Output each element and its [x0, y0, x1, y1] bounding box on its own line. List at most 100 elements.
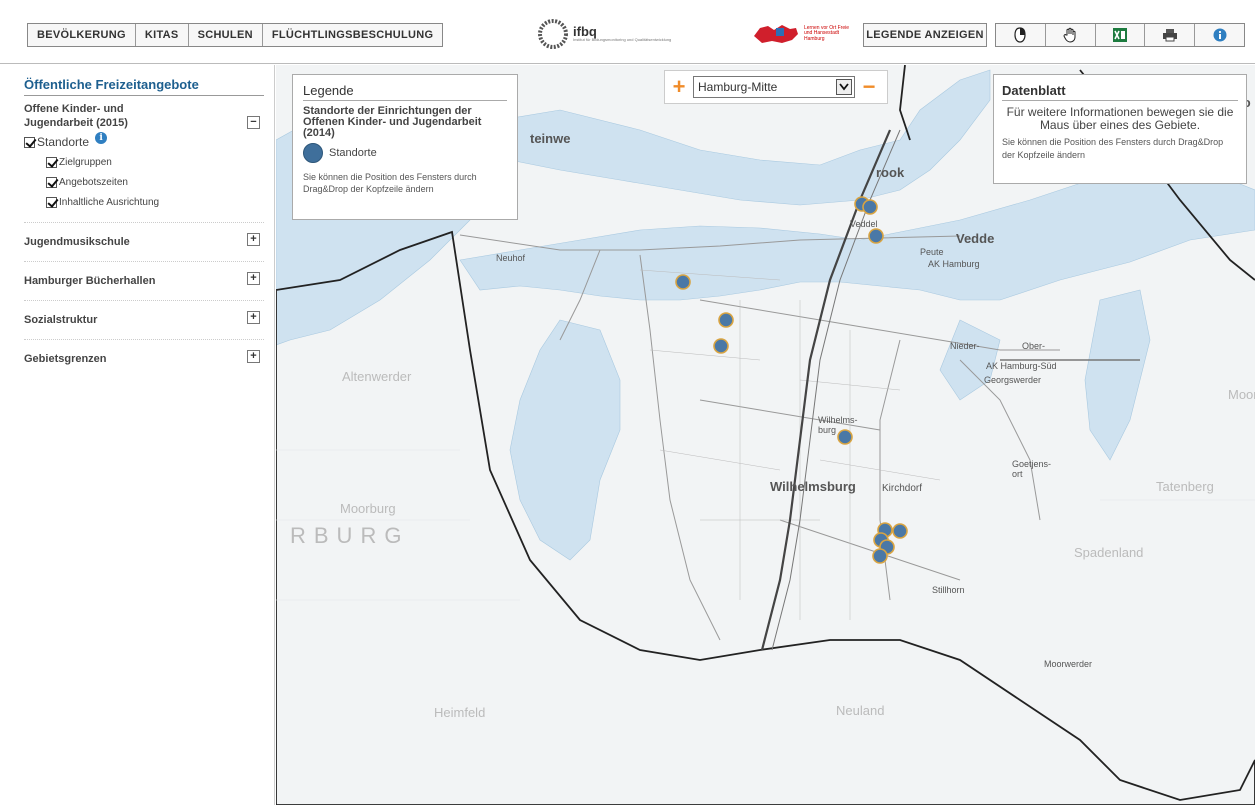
pan-tool-button[interactable]: [1046, 24, 1096, 46]
map-label-heimfeld: Heimfeld: [434, 705, 486, 720]
checkbox-row-standorte: Standorte i: [24, 132, 264, 152]
sidebar: Öffentliche Freizeitangebote Offene Kind…: [0, 65, 275, 805]
mouse-icon: [1014, 27, 1026, 43]
toolbar: [995, 23, 1245, 47]
location-marker[interactable]: [872, 548, 888, 564]
angebotszeiten-label: Angebotszeiten: [59, 176, 128, 188]
datenblatt-text: Für weitere Informationen bewegen sie di…: [1006, 105, 1234, 132]
map-label-nieder: Nieder-: [950, 341, 980, 351]
location-marker[interactable]: [892, 523, 908, 539]
ifbq-subtitle: Institut für Bildungsmonitoring und Qual…: [573, 37, 672, 43]
location-marker[interactable]: [837, 429, 853, 445]
legend-title[interactable]: Legende: [303, 83, 507, 101]
nav-kitas[interactable]: KITAS: [136, 24, 189, 46]
divider: [24, 300, 264, 301]
legend-panel[interactable]: Legende Standorte der Einrichtungen der …: [292, 74, 518, 220]
zielgruppen-label: Zielgruppen: [59, 156, 112, 168]
nav-schulen[interactable]: SCHULEN: [189, 24, 263, 46]
datenblatt-title[interactable]: Datenblatt: [1002, 83, 1238, 101]
info-icon[interactable]: i: [95, 132, 108, 144]
map-label-veddel: Vedde: [956, 231, 995, 246]
main-nav: BEVÖLKERUNG KITAS SCHULEN FLÜCHTLINGSBES…: [27, 23, 444, 47]
map-label-ak-hamburg-sued: AK Hamburg-Süd: [986, 361, 1057, 371]
nav-bevoelkerung[interactable]: BEVÖLKERUNG: [28, 24, 136, 46]
map-label-altenwerder: Altenwerder: [342, 369, 412, 384]
inhaltliche-ausrichtung-label: Inhaltliche Ausrichtung: [59, 196, 160, 208]
legend-note: Sie können die Position des Fensters dur…: [303, 172, 477, 194]
map-label-grasbrook: rook: [876, 165, 905, 180]
hand-icon: [1063, 27, 1076, 43]
collapse-toggle[interactable]: −: [247, 116, 260, 129]
location-marker[interactable]: [718, 312, 734, 328]
nav-fluechtlingsbeschulung[interactable]: FLÜCHTLINGSBESCHULUNG: [271, 29, 434, 41]
map-label-neuhof: Neuhof: [496, 253, 526, 263]
standorte-label: Standorte: [37, 135, 90, 149]
checkbox-row-zielgruppen: Zielgruppen: [24, 152, 264, 172]
map-label-wilhelmsburg-station: Wilhelms-burg: [818, 415, 858, 435]
legend-item-label: Standorte: [329, 147, 377, 159]
checkbox-row-angebotszeiten: Angebotszeiten: [24, 172, 264, 192]
location-marker[interactable]: [713, 338, 729, 354]
map-label-wilhelmsburg: Wilhelmsburg: [770, 479, 856, 494]
show-legend-button[interactable]: LEGENDE ANZEIGEN: [863, 23, 987, 47]
location-marker-icon: [303, 143, 323, 163]
top-bar: BEVÖLKERUNG KITAS SCHULEN FLÜCHTLINGSBES…: [0, 0, 1255, 64]
map-label-stillhorn: Stillhorn: [932, 585, 965, 595]
section-offene-kinder-jugendarbeit: Offene Kinder- und Jugendarbeit (2015) −…: [24, 102, 264, 222]
standorte-checkbox[interactable]: [24, 136, 35, 148]
chevron-down-icon[interactable]: [836, 79, 852, 95]
section-hamburger-buecherhallen: Hamburger Bücherhallen +: [24, 262, 264, 300]
ifbq-name: ifbq: [573, 24, 597, 40]
map-label-moorwerder: Moorwerder: [1044, 659, 1093, 669]
zoom-in-button[interactable]: +: [672, 74, 686, 99]
sidebar-title: Öffentliche Freizeitangebote: [24, 77, 264, 96]
expand-toggle[interactable]: +: [247, 350, 260, 363]
map-label-moor: Moor: [1228, 387, 1255, 402]
section-sozialstruktur: Sozialstruktur +: [24, 301, 264, 339]
map-label-georgswerder: Georgswerder: [984, 375, 1042, 385]
marker-layer: [675, 196, 908, 564]
section-title: Jugendmusikschule: [24, 236, 130, 248]
info-button[interactable]: [1195, 24, 1244, 46]
location-marker[interactable]: [868, 228, 884, 244]
map-label-ober: Ober-: [1022, 341, 1046, 351]
checkbox-row-inhaltliche-ausrichtung: Inhaltliche Ausrichtung: [24, 192, 264, 212]
map-label-spadenland: Spadenland: [1074, 545, 1144, 560]
map-label-goetjensort: Goetjens-ort: [1012, 459, 1052, 479]
location-marker[interactable]: [862, 199, 878, 215]
location-marker[interactable]: [675, 274, 691, 290]
expand-toggle[interactable]: +: [247, 311, 260, 324]
district-dropdown[interactable]: Hamburg-Mitte: [693, 76, 855, 98]
legend-item: Standorte: [303, 143, 507, 163]
map-label-steinwerder: teinwe: [530, 131, 571, 146]
mouse-tool-button[interactable]: [996, 24, 1046, 46]
map-label-harburg: RBURG: [290, 523, 410, 548]
section-title: Sozialstruktur: [24, 314, 98, 326]
zoom-out-button[interactable]: −: [862, 74, 876, 99]
print-button[interactable]: [1145, 24, 1196, 46]
inhaltliche-ausrichtung-checkbox[interactable]: [46, 196, 57, 208]
expand-toggle[interactable]: +: [247, 272, 260, 285]
map-label-neuland: Neuland: [836, 703, 885, 718]
info-icon: [1213, 28, 1227, 42]
hamburg-logo: Lernen vor Ort Freie und Hansestadt Hamb…: [752, 18, 862, 50]
section-title: Offene Kinder- und Jugendarbeit (2015): [24, 103, 128, 129]
map-label-ak-hamburg: AK Hamburg: [928, 259, 980, 269]
section-jugendmusikschule: Jugendmusikschule +: [24, 223, 264, 261]
print-icon: [1162, 29, 1177, 42]
excel-export-button[interactable]: [1096, 24, 1146, 46]
excel-icon: [1112, 28, 1127, 42]
map-label-peute: Peute: [920, 247, 944, 257]
district-dropdown-value: Hamburg-Mitte: [698, 80, 778, 94]
datenblatt-panel[interactable]: Datenblatt Für weitere Informationen bew…: [993, 74, 1247, 184]
legend-subtitle: Standorte der Einrichtungen der Offenen …: [303, 105, 482, 139]
hamburg-logo-text: Lernen vor Ort Freie und Hansestadt Hamb…: [804, 24, 850, 42]
zielgruppen-checkbox[interactable]: [46, 156, 57, 168]
divider: [24, 222, 264, 223]
datenblatt-note: Sie können die Position des Fensters dur…: [1002, 137, 1224, 160]
expand-toggle[interactable]: +: [247, 233, 260, 246]
hamburg-map-icon: [754, 25, 798, 43]
map-label-veddel-station: Veddel: [850, 219, 878, 229]
angebotszeiten-checkbox[interactable]: [46, 176, 57, 188]
ifbq-logo: ifbq Institut für Bildungsmonitoring und…: [538, 18, 678, 50]
